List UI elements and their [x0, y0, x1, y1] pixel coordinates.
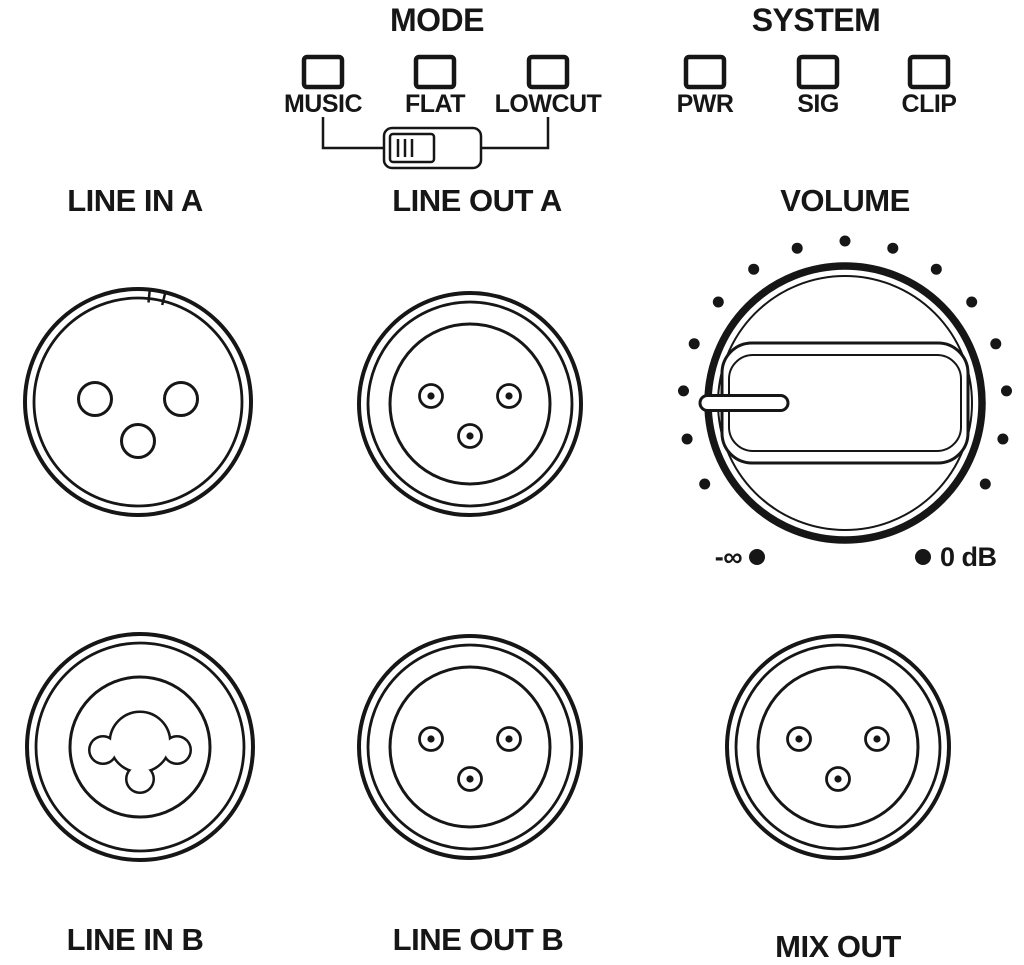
system-led-sig-indicator — [796, 54, 840, 90]
xlr-pin-dot — [466, 432, 474, 440]
mode-bracket-right-line — [481, 117, 550, 150]
xlr-pin — [864, 726, 890, 752]
volume-max-label: 0 dB — [940, 542, 997, 572]
volume-tick-dot — [699, 478, 711, 490]
volume-min-dot — [749, 549, 765, 565]
xlr-face-ring — [756, 665, 920, 829]
system-led-label-clip: CLIP — [902, 90, 957, 118]
line-out-a-label: LINE OUT A — [392, 183, 562, 218]
xlr-pin — [418, 383, 444, 409]
mode-title: MODE — [390, 2, 484, 38]
system-led-pwr-indicator — [683, 54, 727, 90]
volume-tick-dot — [688, 338, 700, 350]
system-led-clip-indicator — [907, 54, 951, 90]
xlr-keyway-notch — [160, 291, 167, 306]
volume-tick-dot — [712, 296, 724, 308]
mix-out-connector — [725, 634, 951, 860]
xlr-pin — [418, 726, 444, 752]
xlr-socket-hole — [77, 381, 113, 417]
volume-min-label: -∞ — [715, 542, 742, 572]
xlr-pin-dot — [834, 775, 842, 783]
volume-tick-dot — [887, 242, 899, 254]
line-in-b-connector — [25, 632, 255, 862]
volume-tick-dot — [966, 296, 978, 308]
xlr-pin — [825, 766, 851, 792]
xlr-pin-dot — [466, 775, 474, 783]
xlr-pin — [457, 423, 483, 449]
volume-tick-dot — [1001, 385, 1012, 397]
line-out-a-connector — [357, 291, 583, 517]
knob-pointer — [698, 394, 790, 412]
xlr-pin — [786, 726, 812, 752]
mode-slide-switch[interactable] — [382, 126, 483, 170]
xlr-pin-dot — [873, 735, 881, 743]
xlr-pin-dot — [427, 735, 435, 743]
xlr-pin-dot — [505, 392, 513, 400]
volume-tick-dot — [997, 433, 1009, 445]
volume-tick-dot — [839, 235, 851, 247]
volume-tick-dot — [748, 263, 760, 275]
xlr-pin-dot — [505, 735, 513, 743]
system-led-label-sig: SIG — [797, 90, 839, 118]
line-in-a-label: LINE IN A — [67, 183, 203, 218]
line-in-b-label: LINE IN B — [67, 922, 204, 957]
volume-knob[interactable] — [698, 262, 986, 544]
mode-bracket-left-line — [321, 117, 384, 150]
line-out-b-connector — [357, 634, 583, 860]
xlr-pin-dot — [795, 735, 803, 743]
mix-out-label: MIX OUT — [775, 929, 901, 964]
line-out-b-label: LINE OUT B — [393, 922, 564, 957]
system-led-label-pwr: PWR — [677, 90, 734, 118]
mode-led-label-music: MUSIC — [284, 90, 363, 118]
volume-tick-dot — [930, 263, 942, 275]
xlr-socket-hole — [120, 423, 156, 459]
xlr-face-ring — [388, 665, 552, 829]
mode-led-label-flat: FLAT — [405, 90, 465, 118]
volume-tick-dot — [681, 433, 693, 445]
volume-tick-dot — [678, 385, 689, 397]
mode-led-music-indicator — [301, 54, 345, 90]
combo-socket-fill — [90, 713, 190, 792]
volume-tick-dot — [979, 478, 991, 490]
xlr-face-ring — [388, 322, 552, 486]
mode-led-label-lowcut: LOWCUT — [495, 90, 602, 118]
volume-tick-dot — [791, 242, 803, 254]
xlr-pin-dot — [427, 392, 435, 400]
system-title: SYSTEM — [752, 2, 881, 38]
xlr-inner-ring — [32, 296, 244, 508]
volume-tick-dot — [990, 338, 1002, 350]
line-in-a-connector — [23, 287, 253, 517]
mode-led-lowcut-indicator — [526, 54, 570, 90]
xlr-pin — [496, 726, 522, 752]
xlr-pin — [496, 383, 522, 409]
xlr-keyway-notch — [147, 288, 152, 303]
xlr-pin — [457, 766, 483, 792]
volume-max-dot — [915, 549, 931, 565]
volume-label: VOLUME — [780, 183, 910, 218]
xlr-socket-hole — [163, 381, 199, 417]
volume-tick-dots — [678, 235, 1012, 490]
mode-led-flat-indicator — [413, 54, 457, 90]
